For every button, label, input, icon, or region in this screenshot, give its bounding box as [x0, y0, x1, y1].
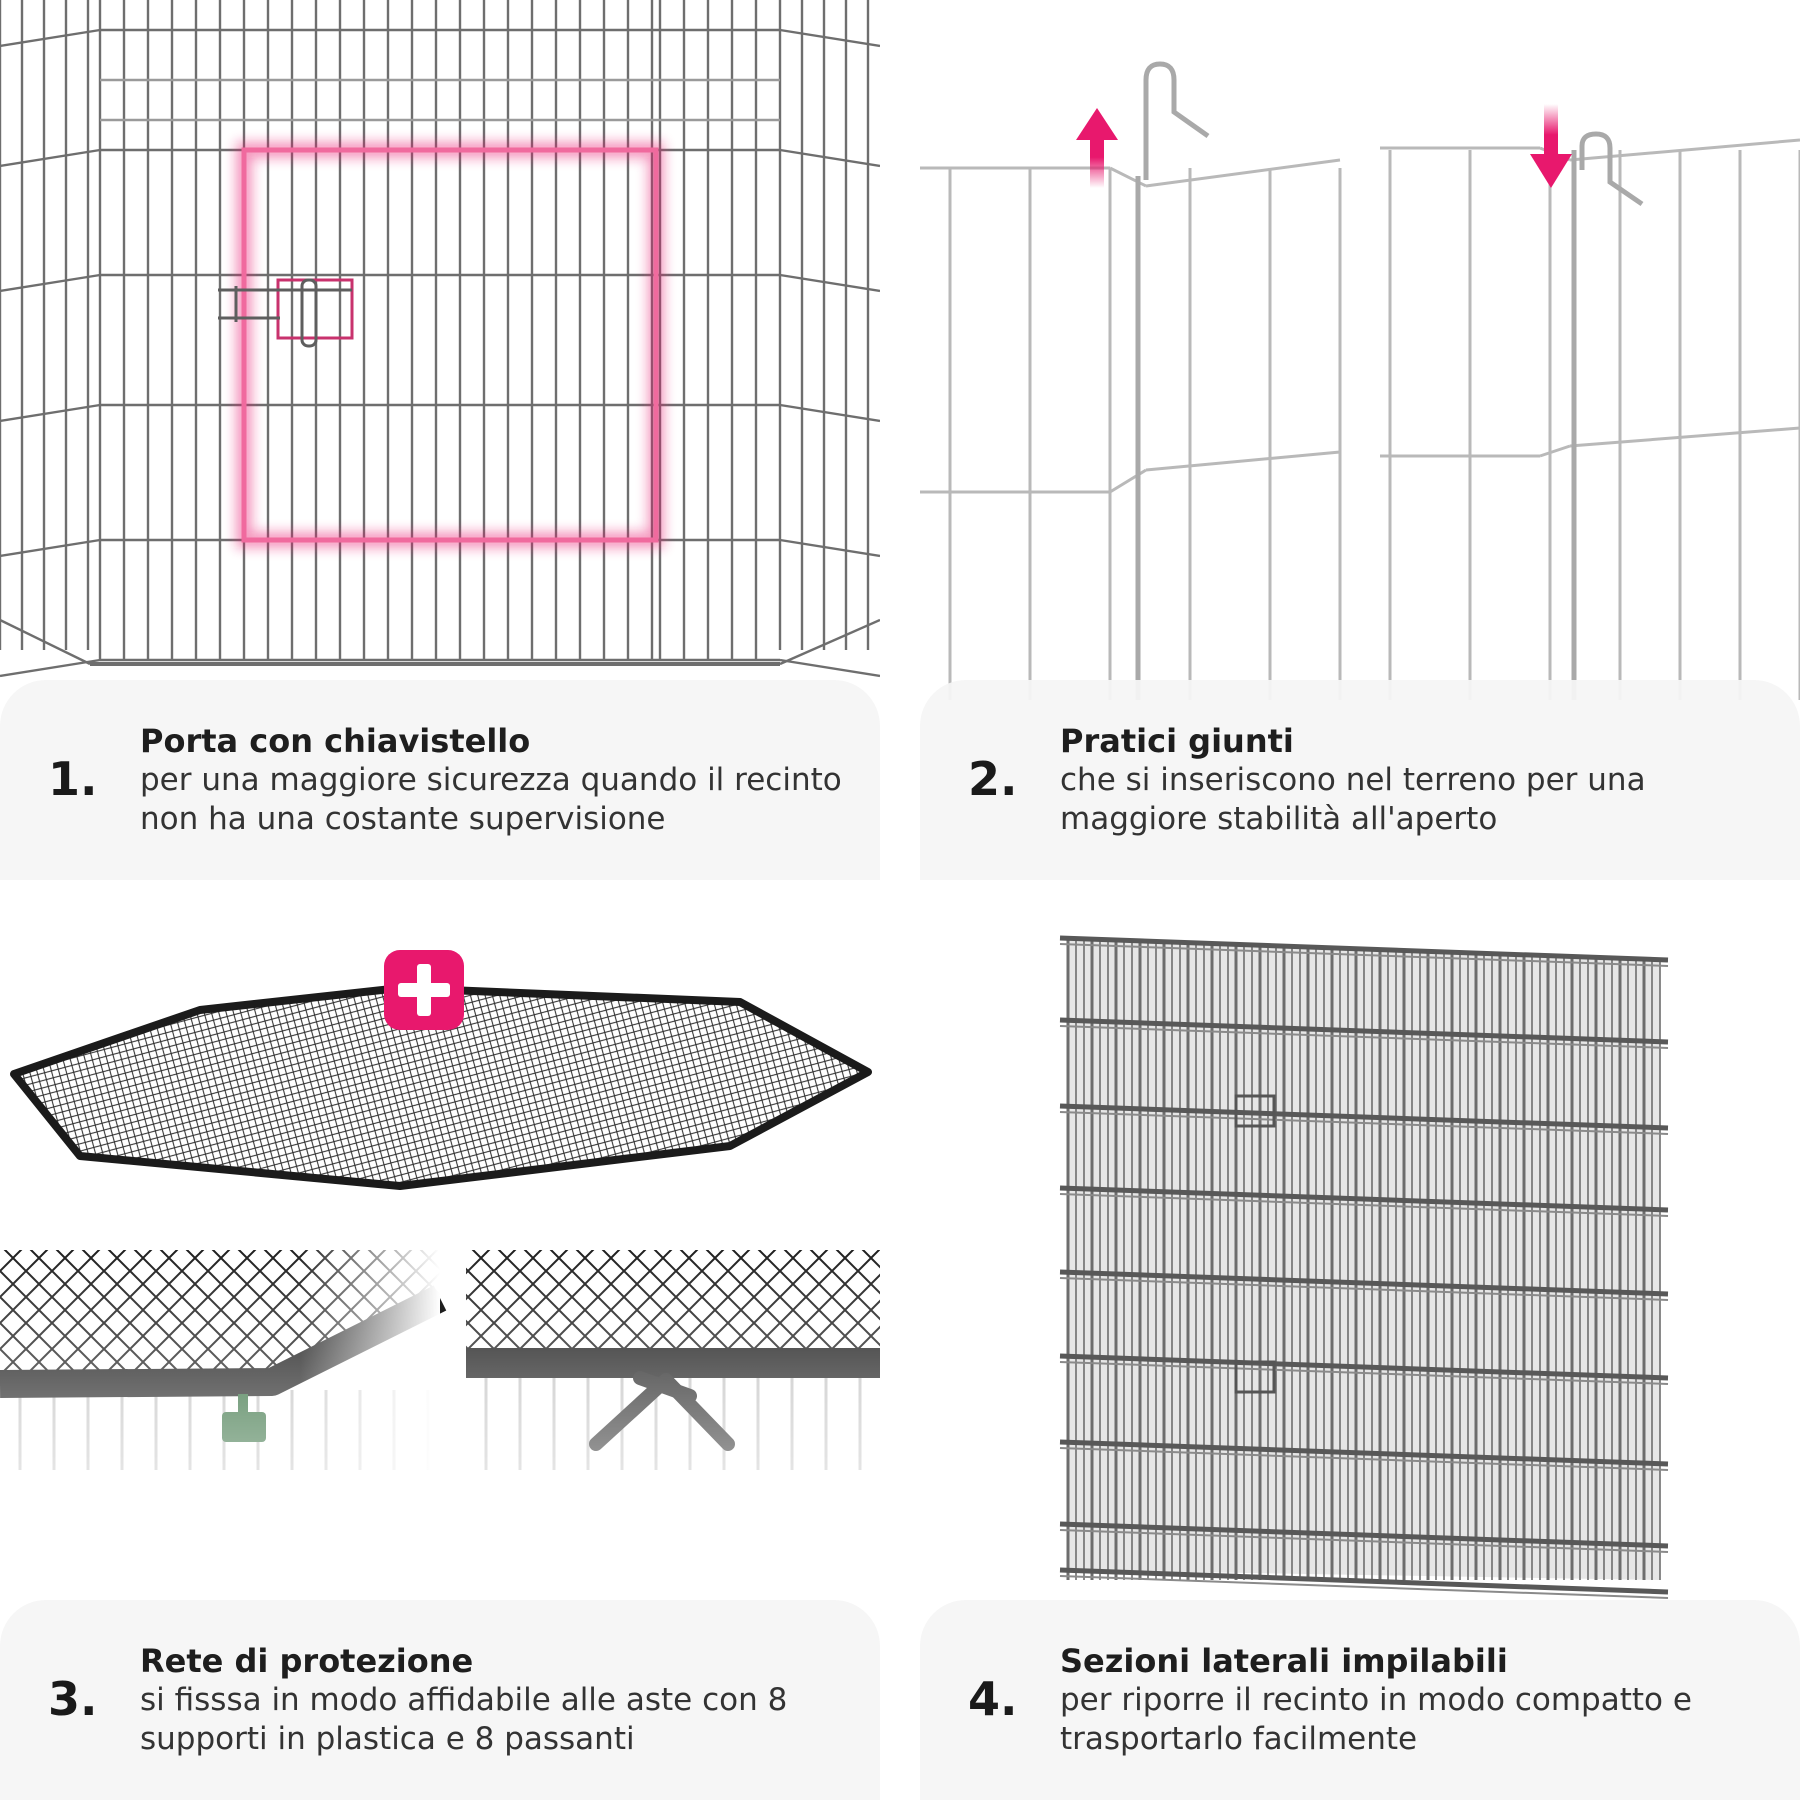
feature-panel-stackable-sections: 4. Sezioni laterali impilabili per ripor… [920, 920, 1800, 1800]
feature-description-line: non ha una costante supervisione [140, 801, 666, 837]
octagonal-net [10, 984, 872, 1190]
arrow-up-icon [1076, 108, 1118, 188]
stacked-latch [1234, 1094, 1276, 1394]
feature-title: Rete di protezione [140, 1642, 474, 1680]
feature-description-line: supporti in plastica e 8 passanti [140, 1721, 635, 1757]
joint-hook-left [1135, 61, 1210, 700]
feature-description-line: che si inseriscono nel terreno per una [1060, 762, 1646, 798]
protection-net-illustration [0, 950, 880, 1470]
feature-caption: 1. Porta con chiavistello per una maggio… [0, 680, 880, 880]
arrow-down-icon [1530, 104, 1572, 188]
fence-joint-illustration [920, 61, 1800, 700]
playpen-door-illustration [0, 0, 880, 678]
feature-number: 4. [968, 1672, 1018, 1726]
feature-description-line: per riporre il recinto in modo compatto … [1060, 1682, 1692, 1718]
feature-number: 2. [968, 752, 1018, 806]
feature-number: 1. [48, 752, 98, 806]
door-highlight-frame [236, 142, 664, 548]
feature-panel-protection-net: 3. Rete di protezione si fisssa in modo … [0, 920, 880, 1800]
joint-hook-right [1571, 131, 1644, 700]
feature-panel-joints: 2. Pratici giunti che si inseriscono nel… [920, 0, 1800, 880]
feature-title: Porta con chiavistello [140, 722, 531, 760]
feature-description-line: per una maggiore sicurezza quando il rec… [140, 762, 842, 798]
feature-panel-door-latch: 1. Porta con chiavistello per una maggio… [0, 0, 880, 880]
stacked-panels-illustration [1059, 935, 1669, 1599]
door-latch [218, 278, 354, 348]
feature-title: Sezioni laterali impilabili [1060, 1642, 1508, 1680]
feature-caption: 2. Pratici giunti che si inseriscono nel… [920, 680, 1800, 880]
feature-description-line: maggiore stabilità all'aperto [1060, 801, 1498, 837]
net-clip-detail [0, 1250, 447, 1470]
plus-badge-icon [384, 950, 464, 1030]
feature-caption: 3. Rete di protezione si fisssa in modo … [0, 1600, 880, 1800]
net-tie-detail [466, 1250, 880, 1470]
feature-title: Pratici giunti [1060, 722, 1294, 760]
feature-number: 3. [48, 1672, 98, 1726]
feature-description-line: trasportarlo facilmente [1060, 1721, 1418, 1757]
feature-caption: 4. Sezioni laterali impilabili per ripor… [920, 1600, 1800, 1800]
feature-description-line: si fisssa in modo affidabile alle aste c… [140, 1682, 788, 1718]
